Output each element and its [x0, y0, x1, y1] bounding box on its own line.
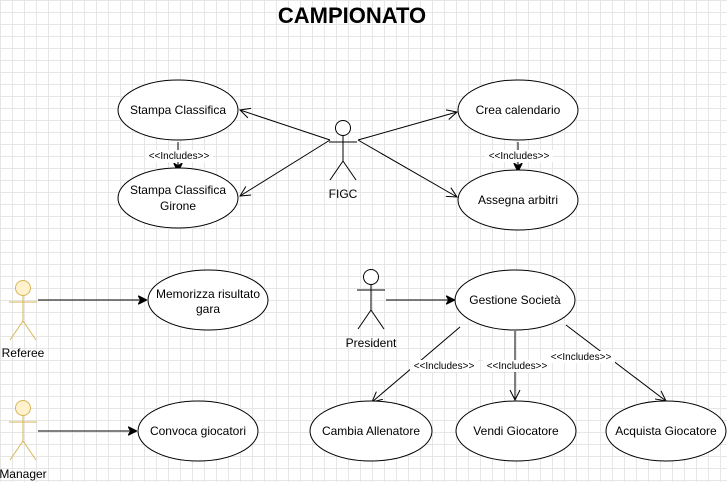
actor-label: Referee [2, 346, 45, 360]
use-case-gestione-societa[interactable]: Gestione Società [454, 269, 576, 331]
use-case-acquista-giocatore[interactable]: Acquista Giocatore [605, 400, 727, 462]
actor-label: FIGC [329, 187, 358, 201]
actor-figc[interactable]: FIGC [329, 120, 358, 202]
use-case-label: Cambia Allenatore [322, 424, 420, 438]
use-case-cambia-allenatore[interactable]: Cambia Allenatore [309, 400, 433, 462]
use-case-memorizza-risultato[interactable]: Memorizza risultato gara [147, 269, 269, 331]
stick-figure-icon [357, 269, 385, 330]
use-case-crea-calendario[interactable]: Crea calendario [457, 79, 579, 141]
use-case-convoca-giocatori[interactable]: Convoca giocatori [137, 400, 259, 462]
use-case-stampa-classifica-girone[interactable]: Stampa Classifica Girone [117, 167, 239, 229]
actor-label: Manager [0, 467, 47, 481]
includes-label-cambia-allenatore: <<Includes>> [414, 361, 475, 372]
actor-president[interactable]: President [346, 269, 397, 351]
diagram-title: CAMPIONATO [278, 3, 426, 28]
use-case-label-line1: Memorizza risultato [156, 287, 260, 301]
actor-manager[interactable]: Manager [0, 400, 47, 482]
association-figc-stampa-classifica [240, 110, 331, 141]
use-case-label: Assegna arbitri [478, 193, 558, 207]
use-case-label-line2: Girone [160, 199, 196, 213]
use-case-label: Crea calendario [476, 103, 561, 117]
stick-figure-icon [329, 120, 357, 181]
include-connector-acquista-giocatore [565, 324, 666, 401]
use-case-label-line1: Stampa Classifica [130, 183, 226, 197]
use-case-assegna-arbitri[interactable]: Assegna arbitri [457, 169, 579, 231]
use-case-label: Convoca giocatori [150, 424, 246, 438]
use-case-stampa-classifica[interactable]: Stampa Classifica [117, 79, 239, 141]
use-case-label: Acquista Giocatore [615, 424, 717, 438]
stick-figure-icon [9, 280, 37, 341]
includes-label-vendi-giocatore: <<Includes>> [487, 361, 548, 372]
includes-label-calendario: <<Includes>> [489, 151, 550, 162]
use-case-vendi-giocatore[interactable]: Vendi Giocatore [455, 400, 577, 462]
includes-label-classifica: <<Includes>> [149, 151, 210, 162]
includes-label-acquista-giocatore: <<Includes>> [551, 352, 612, 363]
use-case-label: Gestione Società [469, 293, 561, 307]
stick-figure-icon [9, 400, 37, 461]
association-figc-assegna-arbitri [357, 139, 457, 197]
actor-label: President [346, 336, 397, 350]
actor-referee[interactable]: Referee [2, 280, 45, 361]
use-case-label: Stampa Classifica [130, 103, 226, 117]
association-figc-crea-calendario [357, 112, 457, 141]
use-case-label-line2: gara [196, 302, 220, 316]
association-figc-stampa-girone [240, 139, 331, 196]
use-case-label: Vendi Giocatore [473, 424, 559, 438]
